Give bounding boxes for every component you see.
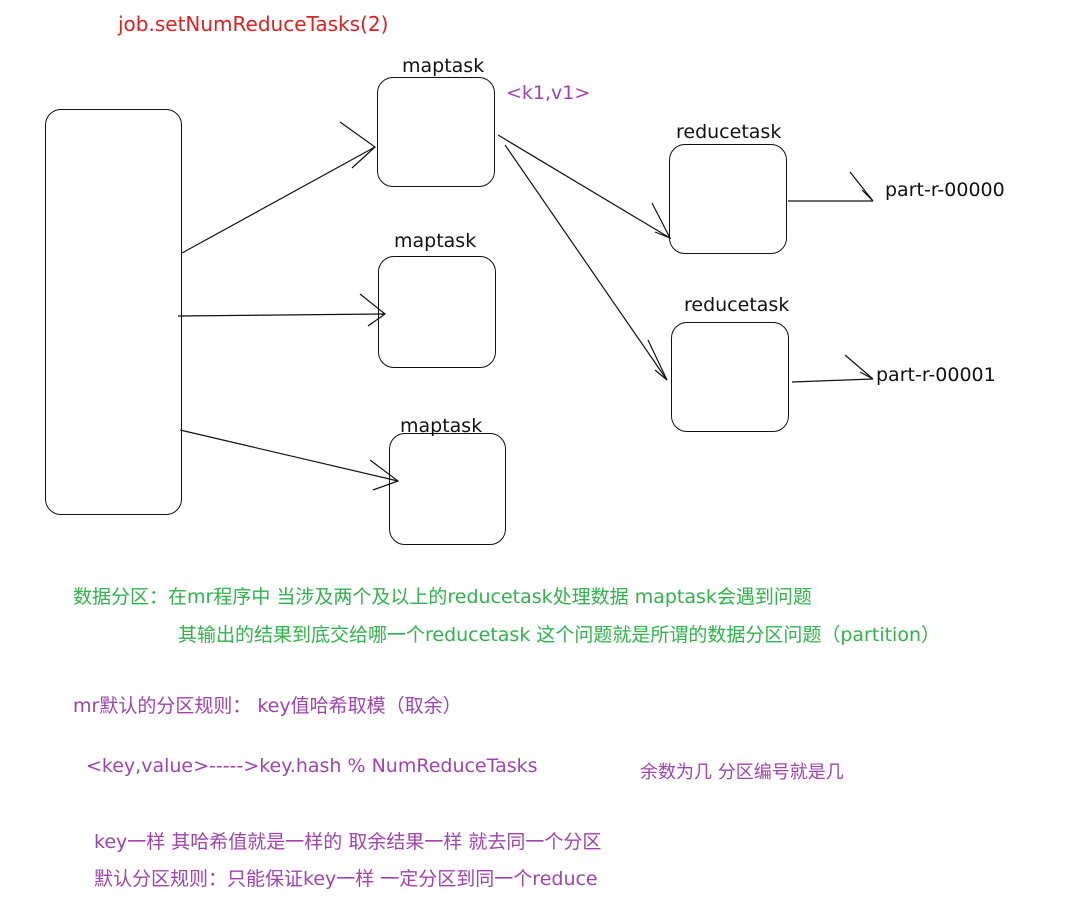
maptask-box-1 <box>377 77 495 187</box>
arrow-input-to-maptask-2 <box>177 313 386 317</box>
maptask-label-3: maptask <box>400 415 483 437</box>
formula-note: 余数为几 分区编号就是几 <box>640 762 844 783</box>
reducetask-box-2 <box>671 322 789 432</box>
output-label-1: part-r-00000 <box>885 179 1005 201</box>
note-point-1: key一样 其哈希值就是一样的 取余结果一样 就去同一个分区 <box>94 831 602 853</box>
arrow-input-to-maptask-3 <box>179 429 399 482</box>
partition-formula: <key,value>----->key.hash % NumReduceTas… <box>86 755 538 777</box>
reducetask-label-1: reducetask <box>676 121 782 143</box>
maptask-box-2 <box>378 256 496 368</box>
arrow-head-output-1 <box>849 171 874 202</box>
partition-explanation-line-1: 数据分区：在mr程序中 当涉及两个及以上的reducetask处理数据 mapt… <box>73 586 812 608</box>
note-point-2: 默认分区规则：只能保证key一样 一定分区到同一个reduce <box>94 868 598 890</box>
input-data-box <box>45 109 182 515</box>
maptask-box-3 <box>389 433 506 545</box>
arrow-maptask-to-reducetask-1 <box>497 134 671 239</box>
arrow-head-output-2 <box>844 354 874 380</box>
arrow-maptask-to-reducetask-2 <box>504 144 668 381</box>
reducetask-label-2: reducetask <box>684 294 790 316</box>
arrow-head-reducetask-2 <box>647 339 668 381</box>
arrow-reducetask-2-to-output <box>791 378 874 383</box>
partition-explanation-line-2: 其输出的结果到底交给哪一个reducetask 这个问题就是所谓的数据分区问题（… <box>178 624 940 646</box>
code-title: job.setNumReduceTasks(2) <box>118 12 389 36</box>
arrow-head-maptask-3 <box>369 459 400 491</box>
arrow-head-maptask-1 <box>339 121 376 169</box>
kv-label: <k1,v1> <box>506 82 591 104</box>
maptask-label-2: maptask <box>394 230 477 252</box>
default-rule-title: mr默认的分区规则： key值哈希取模（取余） <box>73 695 462 717</box>
output-label-2: part-r-00001 <box>876 364 996 386</box>
arrow-head-maptask-2 <box>359 293 386 327</box>
reducetask-box-1 <box>669 144 787 254</box>
arrow-input-to-maptask-1 <box>181 146 376 254</box>
maptask-label-1: maptask <box>402 55 485 77</box>
